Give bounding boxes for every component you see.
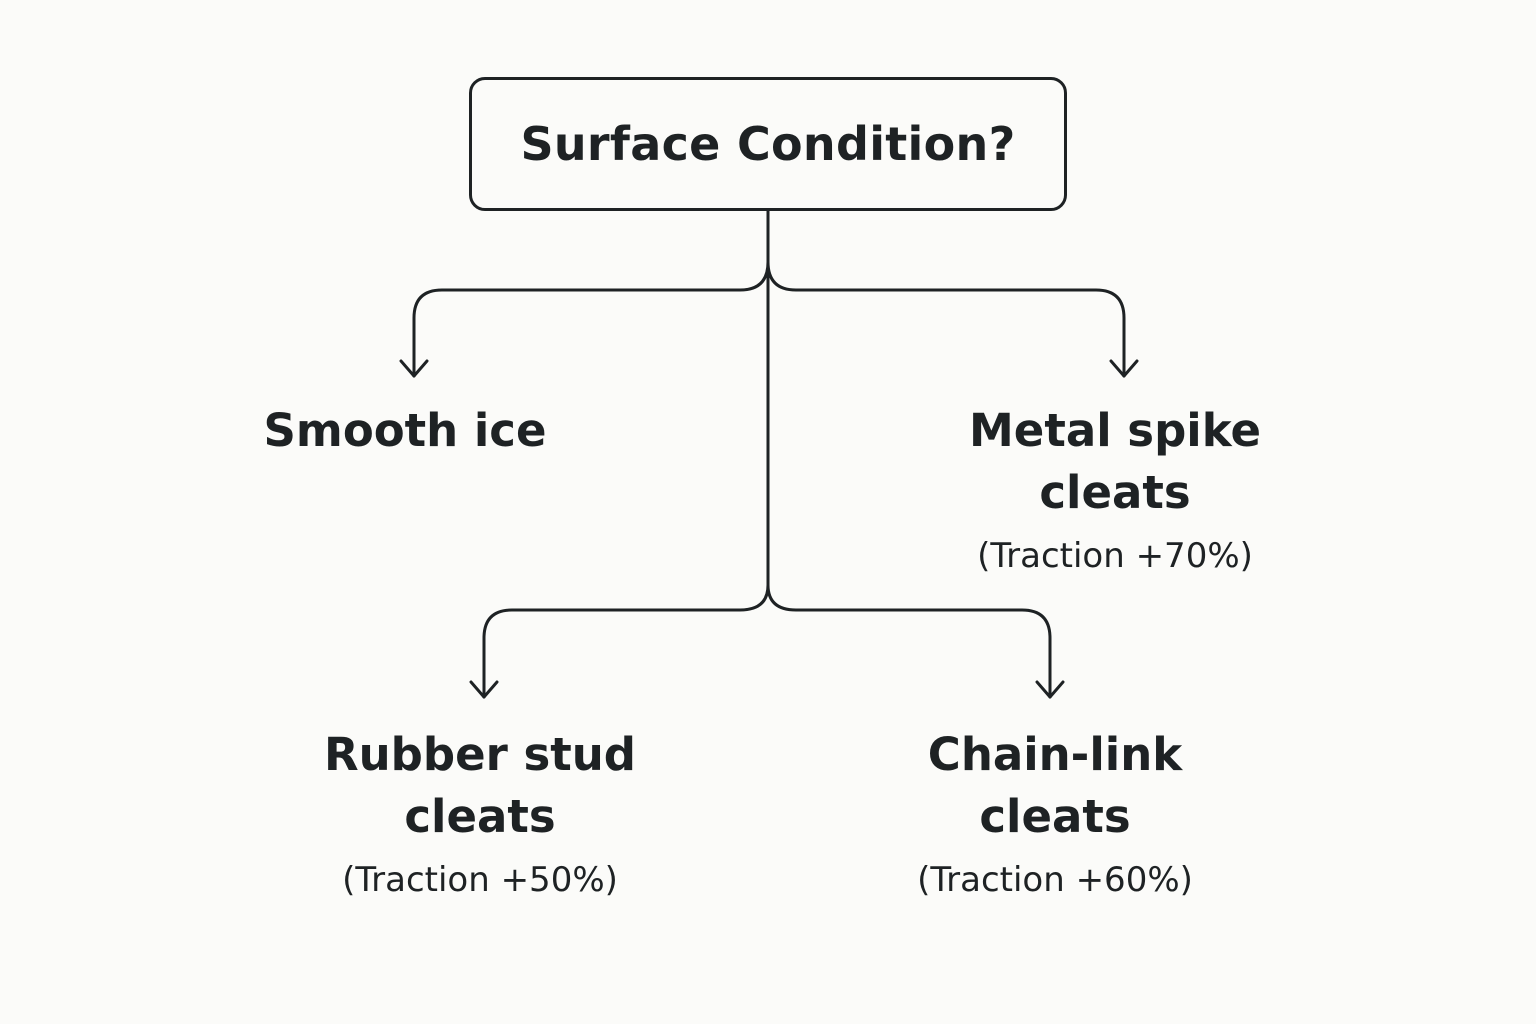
node-metal-spike-cleats: Metal spike cleats (Traction +70%) [960,400,1270,576]
root-decision-box: Surface Condition? [469,77,1067,211]
node-chain-link-cleats: Chain-link cleats (Traction +60%) [890,724,1220,900]
branch-metal-spike [766,260,1126,378]
rubber-stud-traction: (Traction +50%) [342,860,618,900]
arrowhead-chain-link [1035,680,1065,699]
rubber-stud-title-line1: Rubber stud [323,728,637,781]
metal-spike-title-line1: Metal spike [969,404,1261,457]
chain-link-traction: (Traction +60%) [917,860,1193,900]
chain-link-title-line1: Chain-link [927,728,1183,781]
smooth-ice-title: Smooth ice [263,404,547,457]
arrowhead-smooth-ice [399,359,429,378]
metal-spike-traction: (Traction +70%) [977,536,1253,576]
rubber-stud-title-line2: cleats [404,790,556,843]
arrowhead-rubber-stud [469,680,499,699]
node-rubber-stud-cleats: Rubber stud cleats (Traction +50%) [305,724,655,900]
branch-smooth-ice [412,260,770,378]
branch-chain-link [766,583,1052,699]
metal-spike-title-line2: cleats [1039,466,1191,519]
node-smooth-ice: Smooth ice [200,400,610,462]
branch-rubber-stud [482,583,770,699]
chain-link-title-line2: cleats [979,790,1131,843]
arrowhead-metal-spike [1109,359,1139,378]
root-question-label: Surface Condition? [520,117,1016,171]
